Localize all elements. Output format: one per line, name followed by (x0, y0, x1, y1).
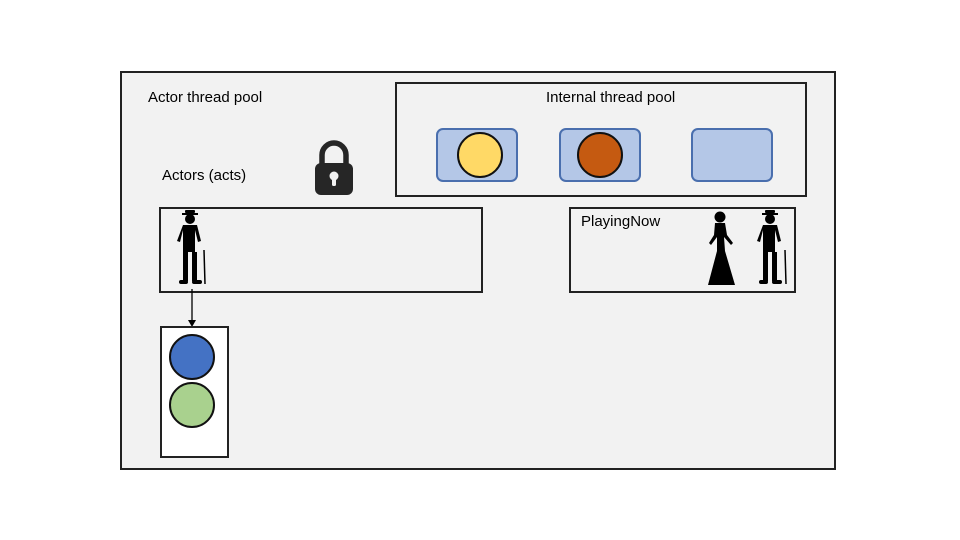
thread-slot-3 (691, 128, 773, 182)
man-silhouette-icon (757, 210, 787, 285)
actors-box (159, 207, 483, 293)
woman-silhouette-icon (708, 211, 735, 285)
yellow-message-circle (457, 132, 503, 178)
orange-message-circle (577, 132, 623, 178)
green-message-circle (169, 382, 215, 428)
playing-now-label: PlayingNow (581, 213, 661, 230)
padlock-icon (315, 140, 353, 195)
playing-now-box (569, 207, 796, 293)
actors-label: Actors (acts) (162, 167, 247, 184)
actor-thread-pool-label: Actor thread pool (148, 89, 263, 106)
man-silhouette-icon (177, 210, 206, 285)
internal-thread-pool-label: Internal thread pool (546, 89, 676, 106)
arrow-icon (188, 289, 196, 327)
blue-message-circle (169, 334, 215, 380)
